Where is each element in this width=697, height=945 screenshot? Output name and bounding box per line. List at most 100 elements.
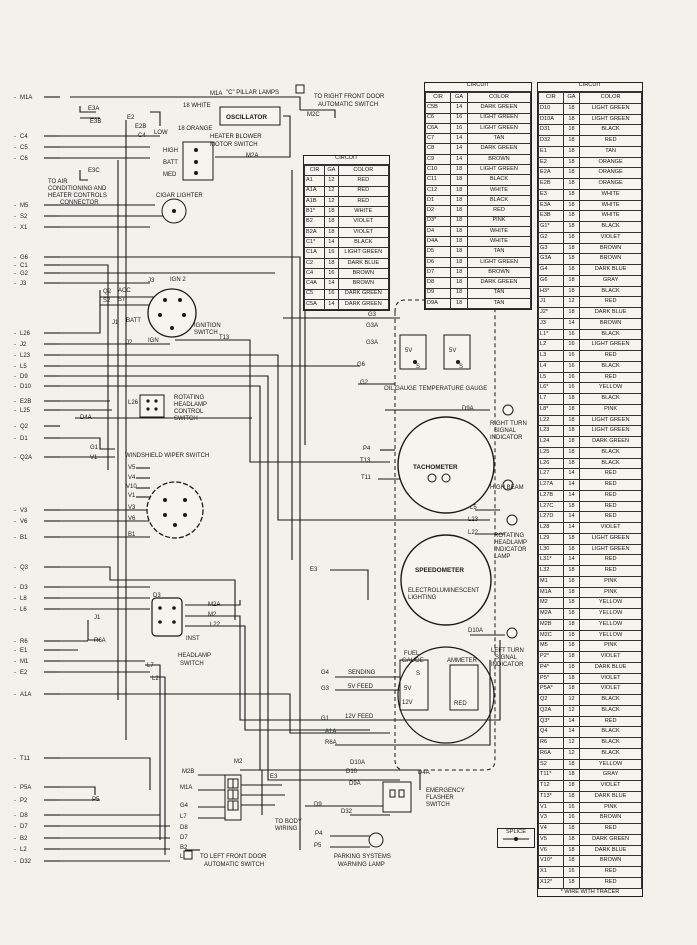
circuit-id: D2 bbox=[424, 205, 452, 217]
wire-color: DARK GREEN bbox=[337, 298, 390, 311]
left-wire-dash: - bbox=[14, 263, 16, 269]
left-wire-label: R6 bbox=[20, 639, 28, 645]
splice-label: SPLICE bbox=[506, 829, 526, 835]
parking-label-1: PARKING SYSTEMS bbox=[334, 854, 391, 860]
col-ga: GA bbox=[562, 92, 581, 104]
wire-color: DARK GREEN bbox=[466, 277, 532, 289]
emergency-label-3: SWITCH bbox=[426, 802, 450, 808]
circuit-id: T13* bbox=[538, 790, 564, 803]
gauge: 18 bbox=[450, 246, 468, 258]
gauge: 18 bbox=[562, 199, 581, 212]
right-turn-label-1: RIGHT TURN bbox=[490, 421, 527, 427]
gauge: 14 bbox=[450, 102, 468, 114]
wire-color: DARK GREEN bbox=[466, 102, 532, 114]
gauge: 18 bbox=[562, 651, 581, 663]
col-cir: CIR bbox=[538, 92, 564, 104]
wire-color: LIGHT GREEN bbox=[466, 112, 532, 124]
gauge: 14 bbox=[562, 468, 581, 480]
wire-color: GRAY bbox=[579, 274, 642, 287]
circuit-id: M1 bbox=[538, 575, 564, 588]
gauge: 18 bbox=[450, 194, 468, 207]
headlamp-switch-label-1: HEADLAMP bbox=[178, 653, 211, 659]
rotating-headlamp-control bbox=[139, 394, 165, 418]
wire-label: P4 bbox=[315, 831, 323, 837]
gauge: 18 bbox=[562, 769, 581, 781]
left-wire-label: Q2 bbox=[20, 424, 29, 430]
circuit-id: V3 bbox=[538, 812, 564, 824]
circuit-id: L2 bbox=[538, 339, 564, 351]
circuit-id: C10 bbox=[424, 164, 452, 176]
left-wire-dash: - bbox=[14, 508, 16, 514]
circuit-id: M2A bbox=[538, 608, 564, 620]
wire-color: BROWN bbox=[337, 267, 390, 280]
wiper-label: WINDSHIELD WIPER SWITCH bbox=[125, 453, 209, 459]
circuit-id: R6A bbox=[538, 747, 564, 760]
gauge: 18 bbox=[562, 855, 581, 867]
left-wire-label: Q3 bbox=[20, 565, 29, 571]
wire-color: DARK BLUE bbox=[579, 307, 642, 319]
wire-color: TAN bbox=[466, 287, 532, 299]
gauge: 14 bbox=[562, 511, 581, 523]
wire-color: PINK bbox=[466, 215, 532, 227]
left-wire-dash: - bbox=[14, 659, 16, 665]
gauge: 18 bbox=[562, 253, 581, 265]
gauge: 18 bbox=[450, 277, 468, 289]
gauge: 18 bbox=[562, 264, 581, 276]
wire-color: RED bbox=[579, 479, 642, 491]
wire-color: DARK GREEN bbox=[579, 833, 642, 846]
circuit-id: D4A bbox=[424, 236, 452, 248]
circuit-id: D6 bbox=[424, 256, 452, 269]
circuit-id: D5 bbox=[424, 246, 452, 258]
left-wire-label: G2 bbox=[20, 271, 29, 277]
circuit-id: A1 bbox=[303, 175, 326, 187]
gauge: 12 bbox=[562, 737, 581, 749]
wire-label: L22 bbox=[210, 622, 221, 628]
circuit-id: G4 bbox=[538, 264, 564, 276]
circuit-id: D31 bbox=[538, 124, 564, 136]
circuit-id: C2 bbox=[303, 257, 326, 269]
circuit-id: D10A bbox=[538, 113, 564, 126]
gauge: 16 bbox=[324, 247, 339, 259]
wire-color: BLACK bbox=[579, 360, 642, 373]
circuit-id: A1A bbox=[303, 185, 326, 197]
left-wire-label: G6 bbox=[20, 255, 29, 261]
feed5v-label: 5V FEED bbox=[348, 684, 374, 690]
wire-color: YELLOW bbox=[579, 618, 642, 631]
left-wire-dash: - bbox=[14, 331, 16, 337]
gauge: 14 bbox=[562, 726, 581, 738]
wire-color: VIOLET bbox=[337, 226, 390, 239]
circuit-id: L31* bbox=[538, 554, 564, 566]
to-body-label-1: TO BODY bbox=[275, 819, 302, 825]
wire-color: DARK GREEN bbox=[337, 288, 390, 300]
left-wire-label: M5 bbox=[20, 203, 29, 209]
left-wire-label: L23 bbox=[20, 353, 31, 359]
gauge: 18 bbox=[562, 113, 581, 126]
gauge: 18 bbox=[562, 156, 581, 169]
wire-color: WHITE bbox=[466, 236, 532, 248]
circuit-id: C5B bbox=[424, 102, 452, 114]
heater-blower-label-2: MOTOR SWITCH bbox=[210, 142, 258, 148]
circuit-id: C5A bbox=[303, 298, 326, 311]
gauge: 18 bbox=[562, 436, 581, 448]
gauge: 16 bbox=[562, 328, 581, 341]
wire-label: Q2 bbox=[103, 289, 112, 295]
left-wire-label: E1 bbox=[20, 648, 28, 654]
wire-color: GRAY bbox=[579, 769, 642, 781]
